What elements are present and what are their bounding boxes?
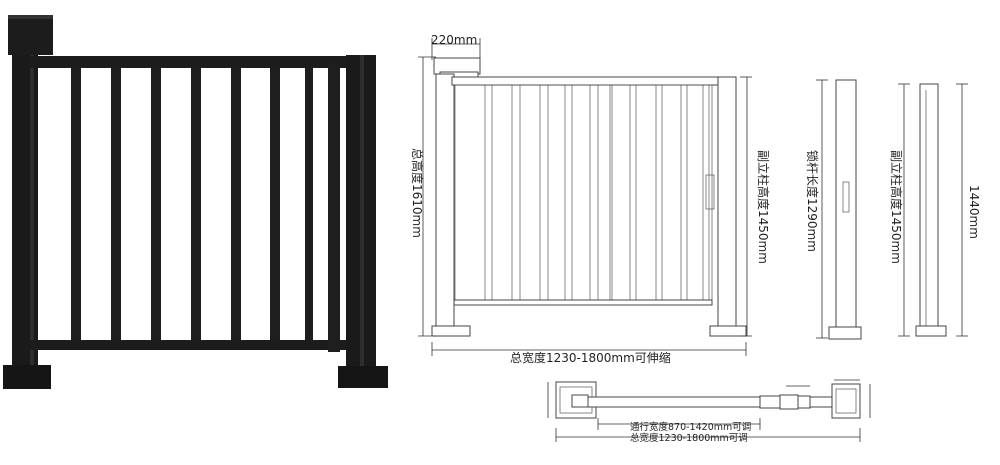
gate-bottom-rail [30,340,365,350]
gate-bar [270,68,280,340]
total-height-label: 总高度1610mm [410,148,425,238]
gate-left-base [3,365,51,389]
gate-right-base [338,366,388,388]
gate-bar [71,68,81,340]
passage-width-label: 通行宽度870-1420mm可调 [630,421,751,433]
gate-bar [305,68,313,340]
gate-bar [191,68,201,340]
gate-bar [111,68,121,340]
gate-motor-box [8,15,53,55]
aux-post-height-label: 副立柱高度1450mm [756,150,771,264]
aux-post-height-side-label: 副立柱高度1450mm [889,150,904,264]
post-height-1440-label: 1440mm [967,185,981,239]
total-width-label: 总宽度1230-1800mm可伸缩 [510,350,671,365]
gate-photo [3,15,388,389]
width-220-label: 220mm [431,33,477,47]
side-view-aux-post: 副立柱高度1450mm 1440mm [889,83,981,337]
gate-bar [231,68,241,340]
lock-rod-length-label: 锁杆长度1290mm [805,150,820,252]
side-view-lock-rod: 锁杆长度1290mm [805,79,862,340]
plan-total-width-label: 总宽度1230-1800mm可调 [630,432,748,444]
front-elevation: 220mm [410,33,771,365]
gate-bar [151,68,161,340]
top-plan-view: 通行宽度870-1420mm可调 总宽度1230-1800mm可调 [547,379,871,444]
gate-sliding-post [328,62,340,352]
gate-top-rail [30,56,365,68]
gate-left-post [12,55,38,375]
